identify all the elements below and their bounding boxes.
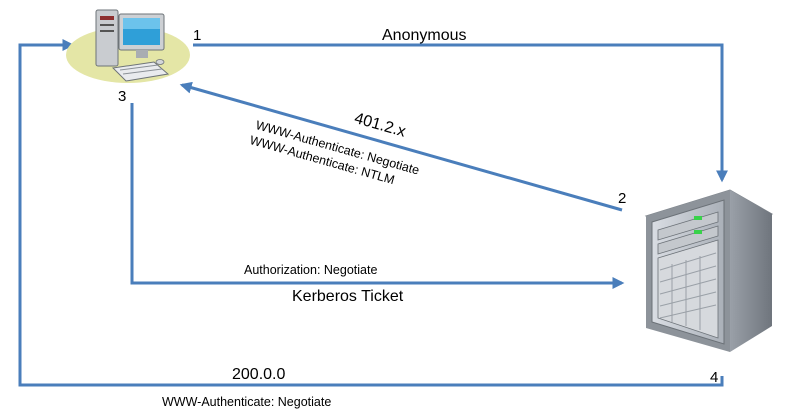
arrow-401-challenge bbox=[179, 81, 623, 212]
arrow-anonymous-request bbox=[193, 43, 728, 183]
desktop-computer-icon bbox=[66, 9, 190, 83]
final-www-authenticate-negotiate-header: WWW-Authenticate: Negotiate bbox=[162, 395, 332, 409]
step-3-label: 3 bbox=[118, 88, 127, 105]
status-200-label: 200.0.0 bbox=[232, 366, 286, 383]
anonymous-label: Anonymous bbox=[382, 27, 467, 44]
step-2-label: 2 bbox=[618, 190, 627, 207]
kerberos-ticket-label: Kerberos Ticket bbox=[292, 288, 404, 305]
arrow-kerberos-ticket bbox=[130, 103, 625, 289]
step-4-label: 4 bbox=[710, 369, 719, 386]
arrow-200-response bbox=[18, 39, 724, 387]
authorization-negotiate-header: Authorization: Negotiate bbox=[244, 263, 378, 277]
server-tower-icon bbox=[644, 189, 774, 352]
step-1-label: 1 bbox=[193, 27, 202, 44]
